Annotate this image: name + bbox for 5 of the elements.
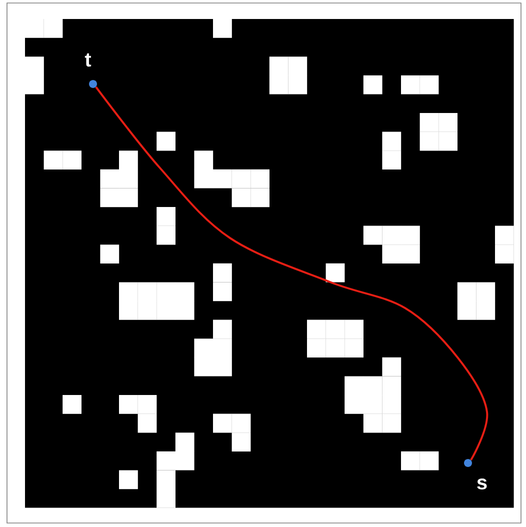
point-marker <box>464 459 472 467</box>
point-marker <box>89 80 97 88</box>
point-label: s <box>477 478 487 490</box>
point-label: t <box>84 53 92 67</box>
path-curve <box>95 86 488 460</box>
